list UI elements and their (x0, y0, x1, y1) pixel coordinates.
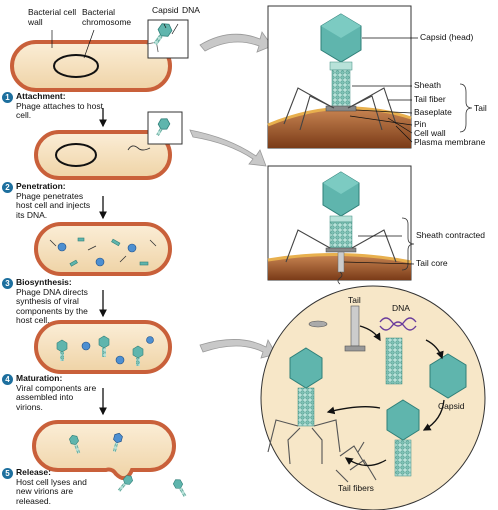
label-assembly-tail: Tail (348, 295, 361, 305)
cell-1 (10, 19, 189, 92)
step-3-text: Biosynthesis: Phage DNA directs synthesi… (16, 277, 100, 326)
step-5-text: Release: Host cell lyses and new virions… (16, 467, 96, 506)
cell-4 (34, 320, 172, 374)
zoom-arrows (189, 31, 277, 359)
label-cell-wall: Cell wall (414, 128, 446, 138)
step-5-desc: Host cell lyses and new virions are rele… (16, 476, 87, 506)
label-sheath: Sheath (414, 80, 441, 90)
step-2-title: Penetration: (16, 181, 66, 191)
cell-3 (34, 222, 172, 276)
label-dna: DNA (182, 5, 200, 15)
detail-panel-1 (267, 5, 412, 149)
step-2-desc: Phage penetrates host cell and injects i… (16, 190, 91, 220)
step-2-text: Penetration: Phage penetrates host cell … (16, 181, 100, 220)
label-capsid-head: Capsid (head) (420, 32, 474, 42)
step-1-title: Attachment: (16, 91, 66, 101)
bacterial-chromosome-ring (53, 54, 99, 78)
sheath-bracket (401, 217, 415, 271)
step-3-badge: 3 (2, 278, 13, 289)
step-3-title: Biosynthesis: (16, 277, 72, 287)
cell-5 (32, 420, 187, 497)
label-assembly-capsid: Capsid (438, 401, 465, 411)
label-assembly-dna: DNA (392, 303, 410, 313)
step-1-desc: Phage attaches to host cell. (16, 100, 103, 120)
cell-2 (34, 111, 183, 180)
label-tail-core: Tail core (416, 258, 448, 268)
assembly-circle (260, 285, 486, 510)
label-bacterial-chromosome: Bacterial chromosome (82, 7, 132, 27)
step-1-badge: 1 (2, 92, 13, 103)
label-capsid: Capsid (152, 5, 179, 15)
step-3-desc: Phage DNA directs synthesis of viral com… (16, 286, 88, 325)
label-tail-fiber: Tail fiber (414, 94, 446, 104)
label-bacterial-cell-wall: Bacterial cell wall (28, 7, 77, 27)
step-4-title: Maturation: (16, 373, 63, 383)
label-sheath-contracted: Sheath contracted (416, 230, 485, 240)
label-baseplate: Baseplate (414, 107, 452, 117)
label-assembly-tail-fibers: Tail fibers (338, 483, 374, 493)
step-2-badge: 2 (2, 182, 13, 193)
label-pin: Pin (414, 119, 427, 129)
step-1-text: Attachment: Phage attaches to host cell. (16, 91, 106, 121)
step-4-desc: Viral components are assembled into viri… (16, 382, 97, 412)
label-plasma-membrane: Plasma membrane (414, 137, 486, 147)
step-5-title: Release: (16, 467, 51, 477)
step-5-badge: 5 (2, 468, 13, 479)
step-4-text: Maturation: Viral components are assembl… (16, 373, 100, 412)
tail-bracket (459, 83, 473, 133)
label-tail: Tail (474, 103, 487, 113)
detail-panel-2 (267, 165, 412, 285)
leader-lines (51, 23, 418, 265)
step-4-badge: 4 (2, 374, 13, 385)
